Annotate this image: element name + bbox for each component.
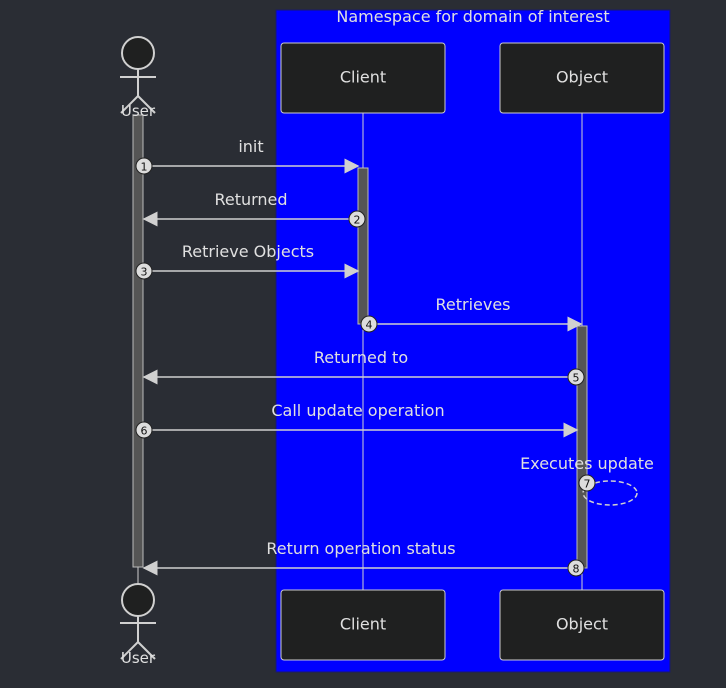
- participant-box-client-top: [280, 42, 446, 114]
- actor-user-top: [120, 36, 156, 114]
- message-label: Returned to: [314, 348, 408, 367]
- message-4: Retrieves 4: [360, 295, 583, 333]
- sequence-number-badge: [135, 157, 153, 175]
- sequence-number: 2: [354, 214, 361, 227]
- sequence-number: 4: [366, 319, 373, 332]
- activation-bar-client: [357, 167, 369, 325]
- sequence-number: 3: [141, 266, 148, 279]
- participant-label-client-bottom: Client: [340, 615, 386, 634]
- message-label: Return operation status: [266, 539, 455, 558]
- sequence-number: 1: [141, 161, 148, 174]
- message-8: Return operation status 8: [142, 539, 585, 577]
- message-5: Returned to 5: [142, 348, 585, 386]
- sequence-number-badge: [567, 368, 585, 386]
- message-label: Retrieves: [435, 295, 510, 314]
- activation-bar-user: [132, 114, 144, 568]
- message-label: Executes update: [520, 454, 654, 473]
- message-6: Call update operation 6: [135, 401, 579, 439]
- sequence-number-badge: [135, 262, 153, 280]
- message-label: Retrieve Objects: [182, 242, 314, 261]
- sequence-number: 7: [584, 478, 591, 491]
- participant-label-client-top: Client: [340, 68, 386, 87]
- actor-head-icon: [121, 583, 155, 617]
- actor-user-bottom: [120, 583, 156, 660]
- sequence-number-badge: [135, 421, 153, 439]
- participant-label-object-top: Object: [556, 68, 608, 87]
- namespace-box: [275, 9, 671, 673]
- sequence-number: 6: [141, 425, 148, 438]
- message-3: Retrieve Objects 3: [135, 242, 360, 280]
- participant-box-client-bottom: [280, 589, 446, 661]
- self-call-loop: [582, 480, 638, 506]
- actor-label-bottom: User: [121, 649, 156, 667]
- actor-head-icon: [121, 36, 155, 70]
- participant-box-object-bottom: [499, 589, 665, 661]
- message-label: Returned: [214, 190, 287, 209]
- sequence-number-badge: [578, 474, 596, 492]
- sequence-number-badge: [360, 315, 378, 333]
- sequence-number: 8: [573, 563, 580, 576]
- activation-bar-object: [576, 325, 588, 569]
- message-7: Executes update 7: [520, 454, 654, 506]
- sequence-number: 5: [573, 372, 580, 385]
- sequence-number-badge: [567, 559, 585, 577]
- actor-label-top: User: [121, 102, 156, 120]
- message-2: Returned 2: [142, 190, 366, 228]
- message-label: Call update operation: [271, 401, 444, 420]
- namespace-label: Namespace for domain of interest: [336, 7, 609, 26]
- sequence-number-badge: [348, 210, 366, 228]
- participant-box-object-top: [499, 42, 665, 114]
- message-label: init: [238, 137, 263, 156]
- participant-label-object-bottom: Object: [556, 615, 608, 634]
- message-1: init 1: [135, 137, 360, 175]
